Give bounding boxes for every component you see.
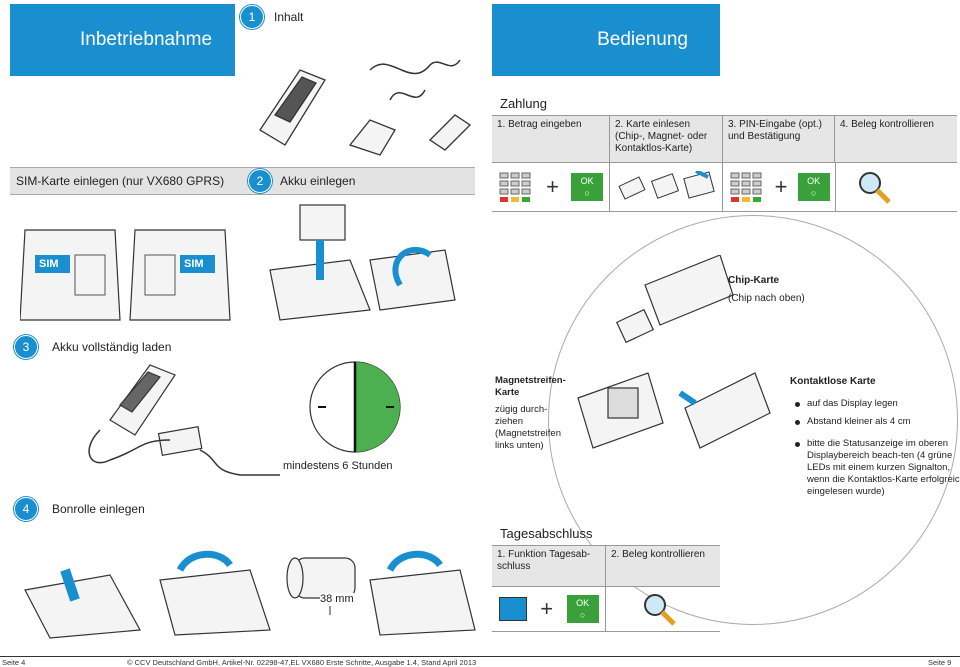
plus-sign-3: + bbox=[540, 596, 554, 621]
clock-icon bbox=[309, 361, 401, 453]
zahlung-icons: + OK○ + OK○ bbox=[492, 163, 957, 212]
inhalt-label: Inhalt bbox=[274, 10, 304, 24]
roll-size: 38 mm bbox=[320, 593, 354, 606]
bonrolle-header: 4 Bonrolle einlegen bbox=[10, 497, 480, 521]
charger-icon bbox=[88, 364, 280, 476]
sim-label: SIM-Karte einlegen (nur VX680 GPRS) bbox=[16, 174, 225, 188]
zahlung-steps: 1. Betrag eingeben 2. Karte einlesen (Ch… bbox=[492, 115, 957, 163]
step-number-4: 4 bbox=[14, 497, 38, 521]
ok-key-2: OK○ bbox=[797, 173, 830, 201]
keypad-icon bbox=[499, 172, 531, 202]
ok-key-label: OK bbox=[580, 176, 594, 186]
right-banner: Bedienung bbox=[492, 4, 720, 76]
sim-slot-icon bbox=[19, 229, 231, 321]
ok-key-2-label: OK bbox=[807, 176, 821, 186]
step-number-2: 2 bbox=[248, 169, 272, 193]
kontaktlos-list: auf das Display legen Abstand kleiner al… bbox=[793, 398, 960, 504]
paper-roll-icon bbox=[24, 550, 476, 639]
chip-note: (Chip nach oben) bbox=[728, 293, 805, 304]
plus-sign: + bbox=[546, 174, 560, 199]
zahlung-section: Zahlung 1. Betrag eingeben 2. Karte einl… bbox=[492, 92, 957, 212]
zahlung-step-1: 1. Betrag eingeben bbox=[492, 116, 610, 162]
terminal-contents-icon bbox=[259, 59, 472, 156]
charger-illustration bbox=[80, 360, 280, 485]
kontaktlos-item: bitte die Statusanzeige im oberen Displa… bbox=[795, 438, 960, 498]
contents-illustration bbox=[240, 30, 475, 160]
zahlung-step-2: 2. Karte einlesen (Chip-, Magnet- oder K… bbox=[610, 116, 723, 162]
pin-keypad-icon bbox=[730, 172, 761, 202]
zahlung-step-3: 3. PIN-Eingabe (opt.) und Bestätigung bbox=[723, 116, 835, 162]
plus-sign-2: + bbox=[774, 174, 788, 199]
magnet-terminal bbox=[568, 368, 668, 458]
laden-label: Akku vollständig laden bbox=[52, 340, 172, 354]
battery-insert-icon bbox=[269, 204, 456, 321]
footer-center: © CCV Deutschland GmbH, Artikel-Nr. 0229… bbox=[127, 658, 477, 667]
chip-card-terminal bbox=[615, 254, 735, 355]
contactless-terminal bbox=[675, 368, 775, 458]
ok-key-3-label: OK bbox=[576, 598, 590, 608]
step-number-1: 1 bbox=[240, 5, 264, 29]
sim-illustration: SIM SIM bbox=[19, 225, 235, 325]
zahlung-title: Zahlung bbox=[500, 96, 547, 111]
sim-header: SIM-Karte einlegen (nur VX680 GPRS) bbox=[10, 167, 240, 195]
akku-label: Akku einlegen bbox=[280, 174, 356, 188]
tagesabschluss-step-1: 1. Funktion Tagesab-schluss bbox=[492, 546, 606, 586]
footer-left: Seite 4 bbox=[2, 658, 26, 667]
sim-slot-label-left: SIM bbox=[39, 258, 59, 270]
chip-title: Chip-Karte bbox=[728, 275, 780, 286]
magstripe-terminal-icon bbox=[577, 372, 664, 449]
kontaktlos-title: Kontaktlose Karte bbox=[790, 376, 876, 387]
footer-rule bbox=[0, 656, 960, 657]
sim-slot-label-right: SIM bbox=[184, 258, 204, 270]
magnifier-icon-2 bbox=[644, 594, 677, 626]
inhalt-header: 1 Inhalt bbox=[240, 4, 475, 30]
bonrolle-label: Bonrolle einlegen bbox=[52, 502, 145, 516]
step-number-3: 3 bbox=[14, 335, 38, 359]
chip-terminal-icon bbox=[615, 254, 734, 344]
tagesabschluss-steps: 1. Funktion Tagesab-schluss 2. Beleg kon… bbox=[492, 545, 720, 587]
card-circle bbox=[548, 215, 958, 625]
footer-right: Seite 9 bbox=[928, 658, 952, 667]
akku-illustration bbox=[260, 200, 460, 325]
kontaktlos-item: auf das Display legen bbox=[795, 398, 960, 410]
ok-key-3: OK○ bbox=[566, 595, 599, 623]
card-reading-icon bbox=[618, 171, 716, 200]
kontaktlos-item: Abstand kleiner als 4 cm bbox=[795, 416, 960, 428]
akku-header: 2 Akku einlegen bbox=[240, 167, 475, 195]
clock-illustration bbox=[308, 360, 403, 455]
tagesabschluss-title: Tagesabschluss bbox=[500, 526, 593, 541]
paper-roll-illustration: 38 mm bbox=[20, 530, 480, 640]
laden-header: 3 Akku vollständig laden bbox=[10, 335, 480, 359]
ok-key: OK○ bbox=[571, 173, 604, 201]
contactless-terminal-icon bbox=[678, 372, 771, 449]
left-banner-title: Inbetriebnahme bbox=[80, 29, 213, 50]
magnet-text: zügig durch-ziehen (Magnetstreifen links… bbox=[495, 404, 562, 451]
tagesabschluss-section: Tagesabschluss 1. Funktion Tagesab-schlu… bbox=[492, 522, 720, 632]
magnifier-icon bbox=[858, 172, 891, 204]
magnet-title: Magnetstreifen-Karte bbox=[495, 375, 566, 398]
tagesabschluss-icons: + OK○ bbox=[492, 587, 720, 632]
left-banner: Inbetriebnahme bbox=[10, 4, 235, 76]
tagesabschluss-step-2: 2. Beleg kontrollieren bbox=[611, 549, 705, 560]
zahlung-step-4: 4. Beleg kontrollieren bbox=[840, 119, 934, 130]
laden-duration: mindestens 6 Stunden bbox=[283, 460, 393, 472]
function-key-icon bbox=[498, 597, 527, 621]
right-banner-title: Bedienung bbox=[597, 29, 688, 50]
